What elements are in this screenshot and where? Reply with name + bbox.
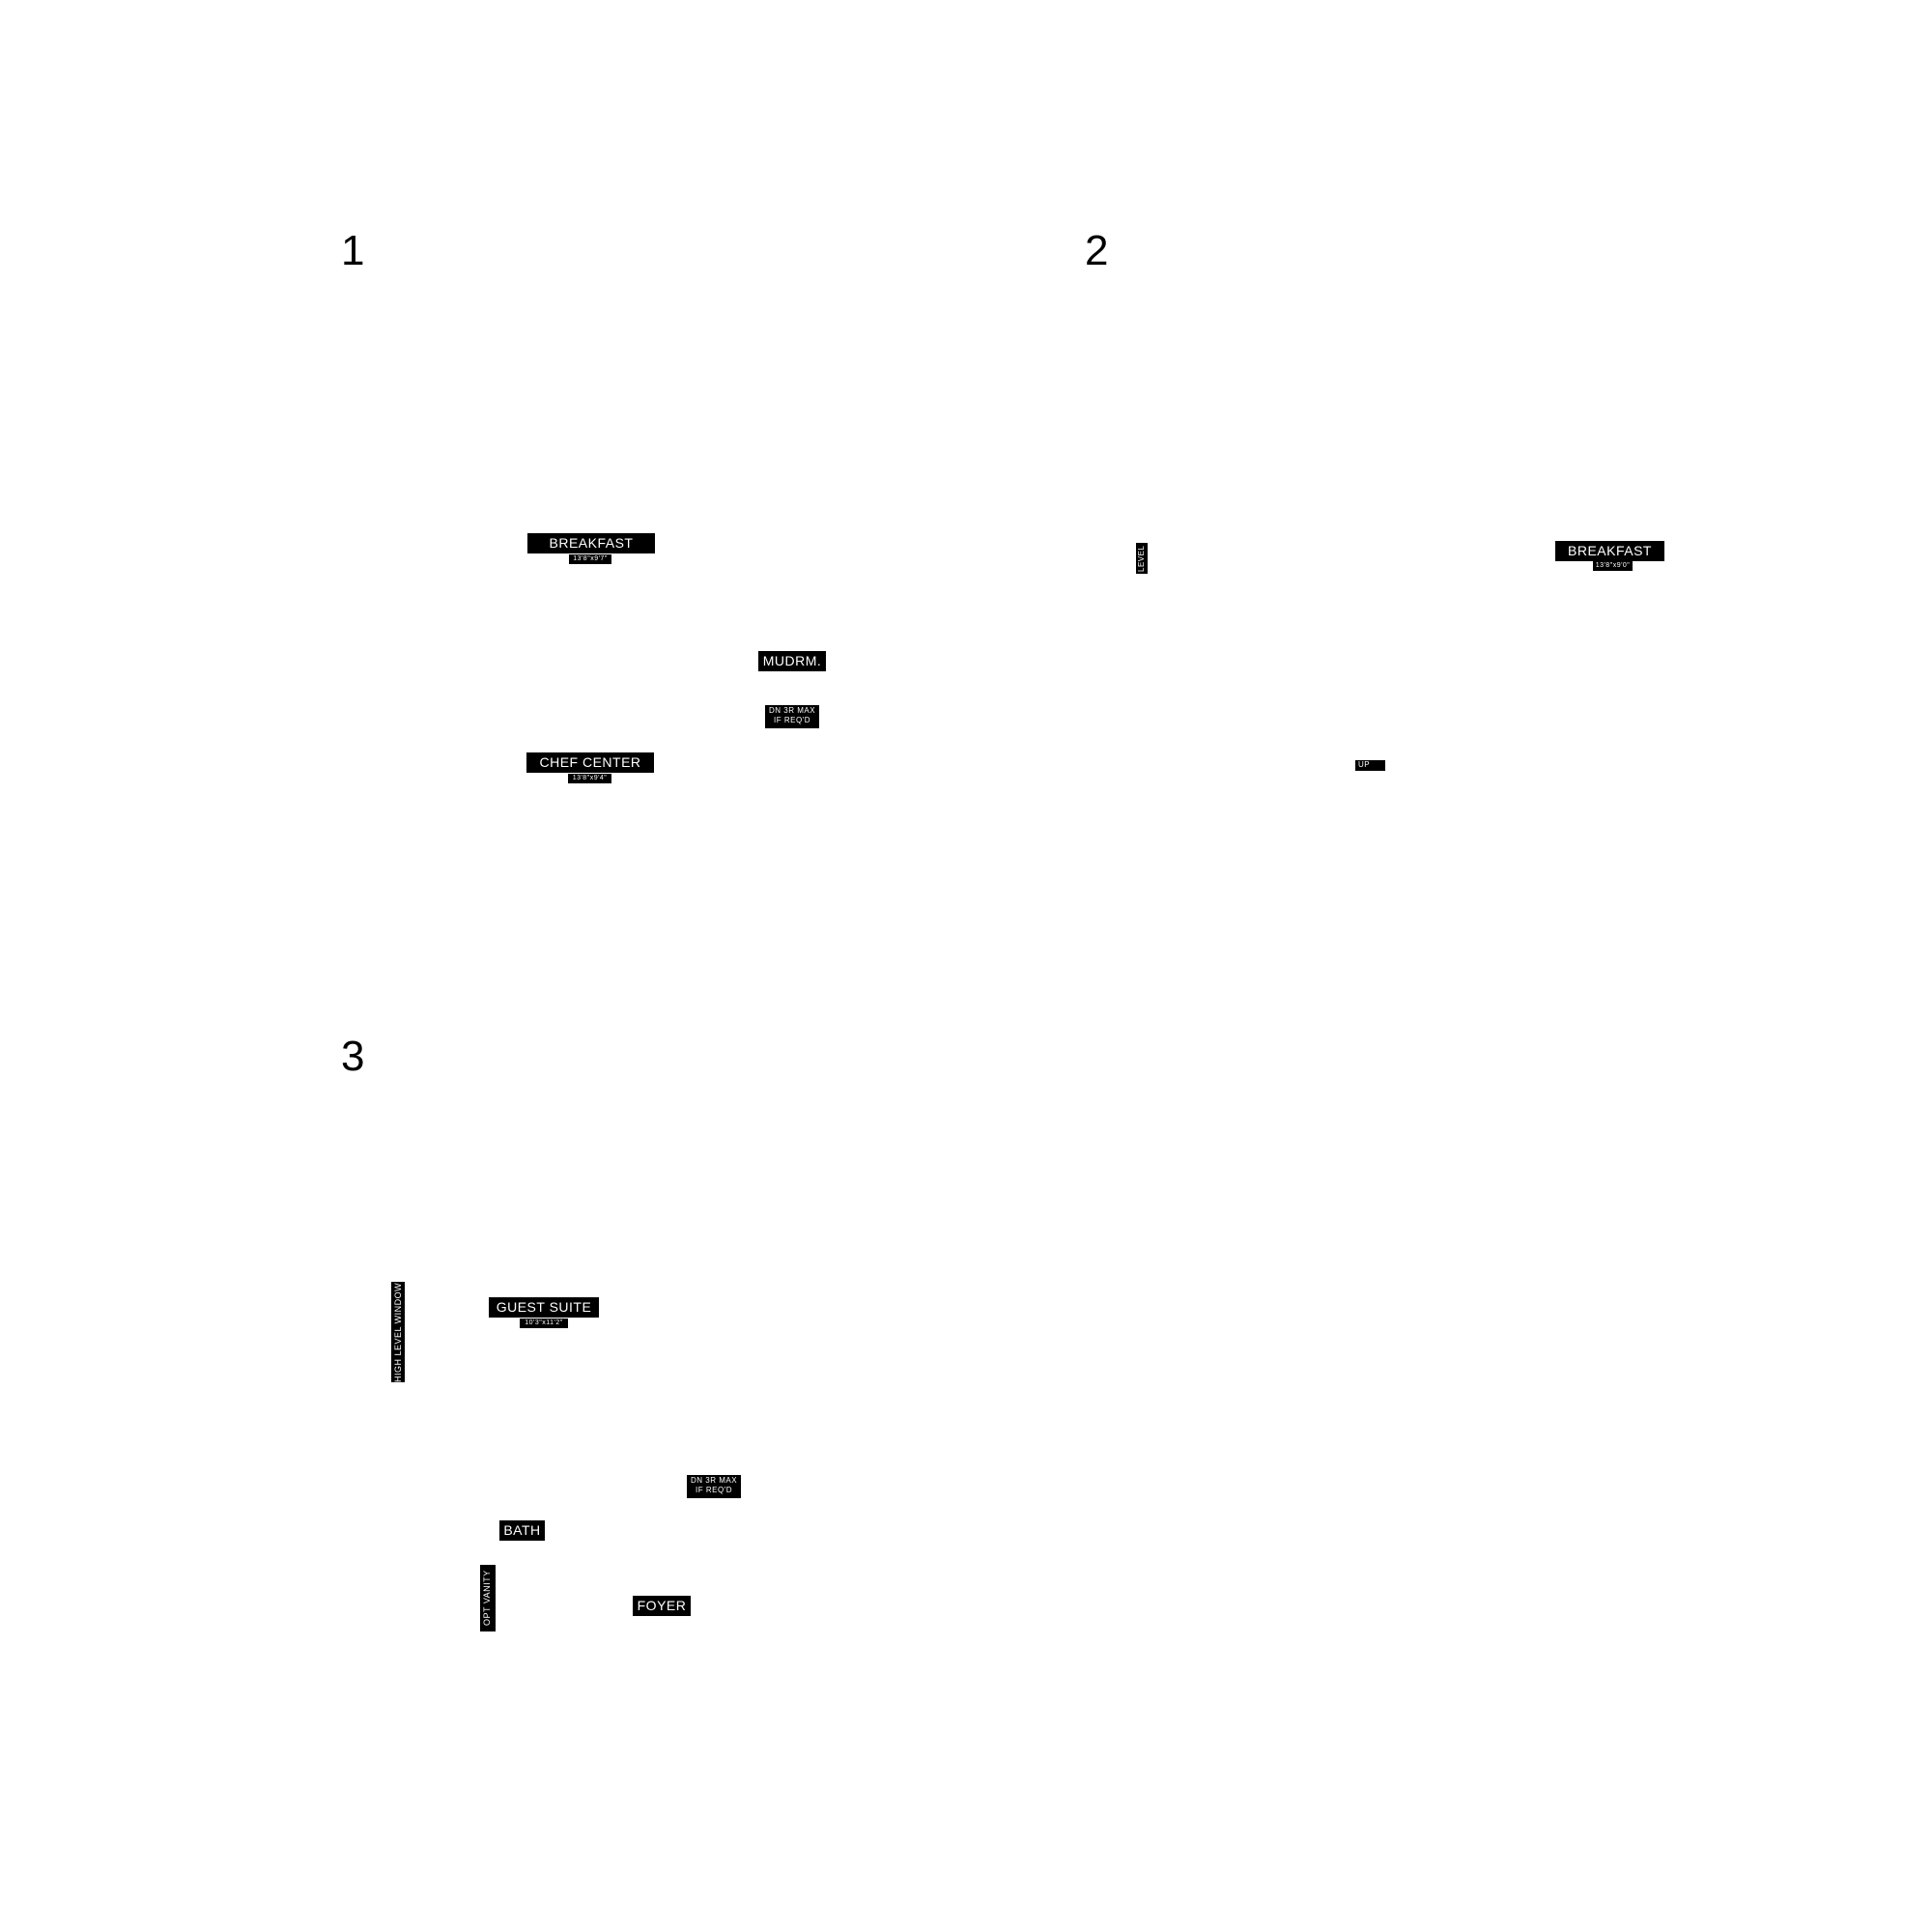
room-dimension-breakfast: 13'8"x9'7" (569, 554, 611, 564)
stair-up-label: UP (1355, 760, 1385, 771)
level-label: LEVEL (1136, 543, 1148, 574)
opt-vanity-label: OPT VANITY (480, 1565, 496, 1631)
room-label-bath: BATH (499, 1520, 545, 1541)
room-dimension-chef-center: 13'8"x9'4" (568, 774, 611, 783)
room-label-breakfast: BREAKFAST (1555, 541, 1664, 561)
room-label-guest-suite: GUEST SUITE (489, 1297, 599, 1318)
stair-note-line-2: IF REQ'D (774, 716, 810, 724)
stair-note: DN 3R MAX IF REQ'D (765, 705, 819, 728)
room-label-chef-center: CHEF CENTER (526, 752, 654, 773)
room-label-mudroom: MUDRM. (758, 651, 826, 671)
room-label-breakfast: BREAKFAST (527, 533, 655, 553)
stair-note-line-1: DN 3R MAX (690, 1476, 738, 1485)
room-dimension-guest-suite: 10'3"x11'2" (520, 1319, 568, 1328)
panel-number-2: 2 (1085, 227, 1109, 274)
panel-number-1: 1 (341, 227, 365, 274)
room-dimension-breakfast: 13'8"x9'0" (1593, 561, 1633, 571)
room-label-foyer: FOYER (633, 1596, 691, 1616)
high-level-window-label: HIGH LEVEL WINDOW (391, 1282, 405, 1382)
stair-note-line-2: IF REQ'D (696, 1486, 732, 1494)
panel-number-3: 3 (341, 1033, 365, 1080)
stair-note: DN 3R MAX IF REQ'D (687, 1475, 741, 1498)
stair-note-line-1: DN 3R MAX (768, 706, 816, 715)
